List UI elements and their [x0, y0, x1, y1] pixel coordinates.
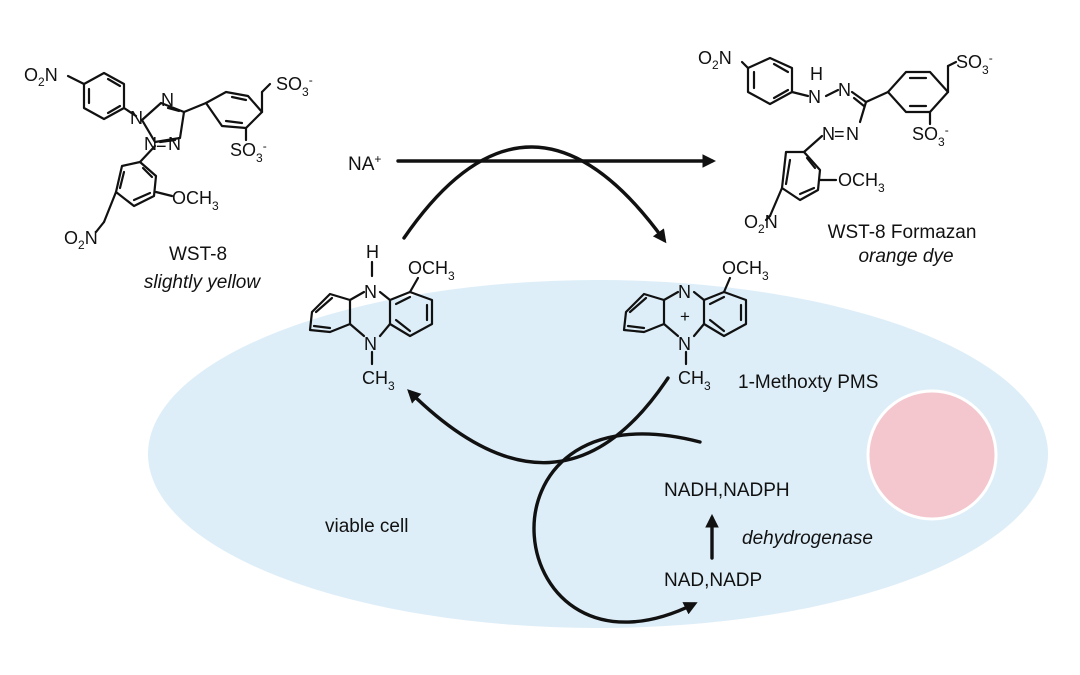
viable-cell-body [148, 280, 1048, 628]
nad-nadp-label: NAD,NADP [664, 570, 762, 591]
viable-cell-label: viable cell [325, 516, 408, 537]
svg-text:H: H [366, 242, 379, 262]
svg-text:N: N [364, 334, 377, 354]
svg-text:CH3: CH3 [678, 368, 711, 393]
svg-text:SO3-: SO3- [956, 51, 993, 77]
svg-text:N: N [130, 108, 143, 128]
pms-name: 1-Methoxty PMS [738, 372, 878, 393]
svg-text:N: N [822, 124, 835, 144]
svg-text:O2N: O2N [64, 228, 98, 252]
svg-text:N: N [808, 87, 821, 107]
svg-text:N: N [678, 282, 691, 302]
svg-text:N: N [846, 124, 859, 144]
dehydrogenase-label: dehydrogenase [742, 528, 873, 549]
svg-text:OCH3: OCH3 [408, 258, 455, 283]
svg-text:O2N: O2N [744, 212, 778, 236]
svg-text:CH3: CH3 [362, 368, 395, 393]
svg-text:=: = [156, 134, 167, 154]
arc-arrow-oxidized-to-reduced-pms [407, 376, 670, 465]
svg-text:N: N [364, 282, 377, 302]
svg-text:OCH3: OCH3 [722, 258, 769, 283]
wst8-name: WST-8 [169, 244, 227, 265]
reduced-methoxy-pms-structure [308, 260, 434, 366]
svg-text:N: N [168, 134, 181, 154]
svg-text:SO3-: SO3- [276, 73, 313, 99]
svg-text:N: N [161, 90, 174, 110]
svg-text:O2N: O2N [24, 65, 58, 89]
svg-text:H: H [810, 64, 823, 84]
formazan-color-note: orange dye [858, 246, 953, 267]
wst8-color-note: slightly yellow [144, 272, 261, 293]
svg-text:N: N [838, 80, 851, 100]
svg-text:N: N [144, 134, 157, 154]
svg-text:OCH3: OCH3 [838, 170, 885, 195]
svg-text:=: = [834, 124, 845, 144]
svg-text:N: N [678, 334, 691, 354]
svg-text:SO3-: SO3- [912, 123, 949, 149]
wst8-formazan-structure: O2N H N N N = N SO3- SO3- OCH3 O2N [698, 48, 993, 236]
arc-arrow-reduced-to-oxidized-pms [402, 145, 667, 244]
svg-text:+: + [680, 307, 690, 326]
cell-nucleus [866, 389, 998, 521]
svg-text:SO3-: SO3- [230, 139, 267, 165]
oxidized-methoxy-pms-structure [622, 276, 748, 366]
svg-text:OCH3: OCH3 [172, 188, 219, 213]
na-label: NA+ [348, 152, 381, 175]
arc-arrow-nadh-recycle [532, 432, 702, 624]
svg-text:O2N: O2N [698, 48, 732, 72]
formazan-name: WST-8 Formazan [828, 222, 977, 243]
wst8-structure: O2N N N N = N SO3- SO3- OCH3 O2N [24, 65, 313, 252]
nadh-nadph-label: NADH,NADPH [664, 480, 790, 501]
